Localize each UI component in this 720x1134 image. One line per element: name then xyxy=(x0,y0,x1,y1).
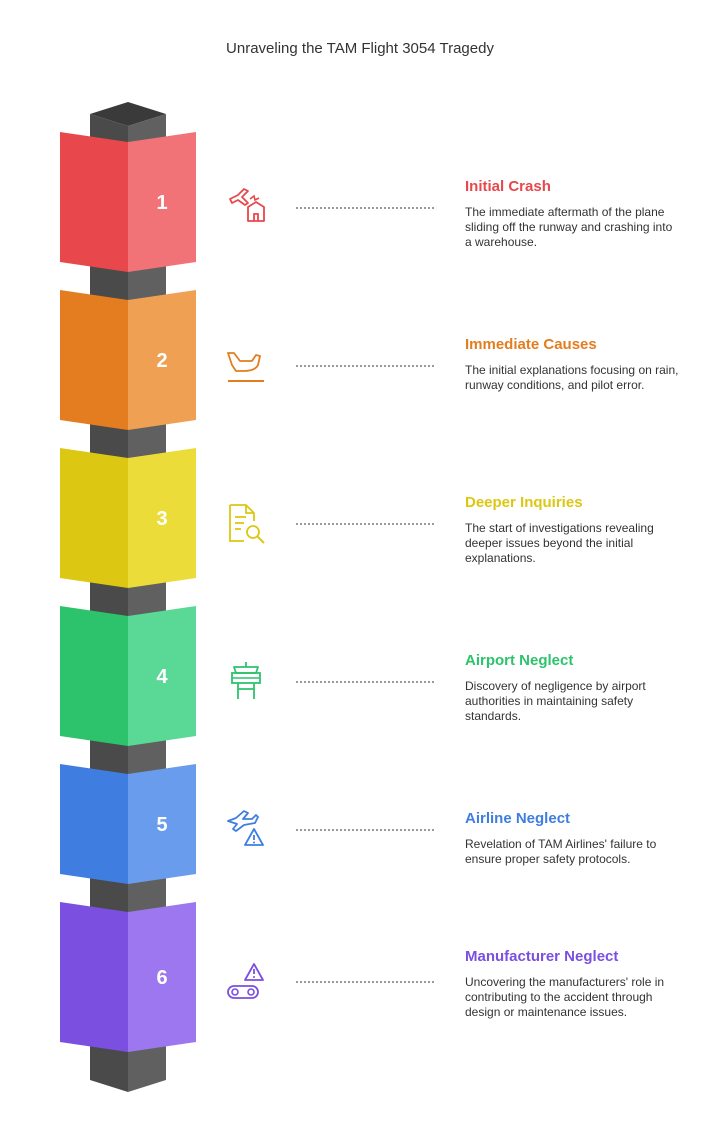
block-left-face xyxy=(60,764,128,884)
step-description: The initial explanations focusing on rai… xyxy=(465,363,679,392)
step-block-6: 6 xyxy=(60,902,196,1052)
step-block-4: 4 xyxy=(60,606,196,746)
connector-dots xyxy=(296,523,434,525)
block-right-face xyxy=(128,902,196,1052)
connector-dots xyxy=(296,981,434,983)
step-description: Revelation of TAM Airlines' failure to e… xyxy=(465,837,657,866)
block-right-face xyxy=(128,606,196,746)
step-block-1: 1 xyxy=(60,132,196,272)
step-title: Manufacturer Neglect xyxy=(465,948,619,965)
plane-warning-icon xyxy=(224,805,268,849)
control-tower-icon xyxy=(224,659,268,703)
connector-dots xyxy=(296,365,434,367)
block-right-face xyxy=(128,290,196,430)
machine-warning-icon xyxy=(224,960,268,1004)
step-description: Uncovering the manufacturers' role in co… xyxy=(465,975,665,1019)
block-left-face xyxy=(60,290,128,430)
diagram-title: Unraveling the TAM Flight 3054 Tragedy xyxy=(226,40,494,57)
step-number: 5 xyxy=(156,814,167,836)
document-search-icon xyxy=(224,501,268,545)
step-number: 1 xyxy=(156,192,167,214)
step-number: 3 xyxy=(156,508,167,530)
step-block-3: 3 xyxy=(60,448,196,588)
step-block-5: 5 xyxy=(60,764,196,884)
connector-dots xyxy=(296,829,434,831)
block-right-face xyxy=(128,448,196,588)
step-description: The start of investigations revealing de… xyxy=(465,521,654,565)
connector-dots xyxy=(296,681,434,683)
step-title: Initial Crash xyxy=(465,178,551,195)
block-right-face xyxy=(128,132,196,272)
step-title: Immediate Causes xyxy=(465,336,597,353)
step-number: 4 xyxy=(156,666,168,688)
step-description: Discovery of negligence by airport autho… xyxy=(465,679,646,723)
step-number: 2 xyxy=(156,350,167,372)
block-left-face xyxy=(60,606,128,746)
block-left-face xyxy=(60,132,128,272)
block-right-face xyxy=(128,764,196,884)
step-title: Deeper Inquiries xyxy=(465,494,583,511)
step-title: Airline Neglect xyxy=(465,810,571,827)
block-left-face xyxy=(60,448,128,588)
step-description: The immediate aftermath of the plane sli… xyxy=(465,205,673,249)
step-block-2: 2 xyxy=(60,290,196,430)
step-number: 6 xyxy=(156,967,167,989)
plane-landing-icon xyxy=(224,343,268,387)
connector-dots xyxy=(296,207,434,209)
block-left-face xyxy=(60,902,128,1052)
plane-crash-icon xyxy=(224,185,268,229)
step-title: Airport Neglect xyxy=(465,652,574,669)
